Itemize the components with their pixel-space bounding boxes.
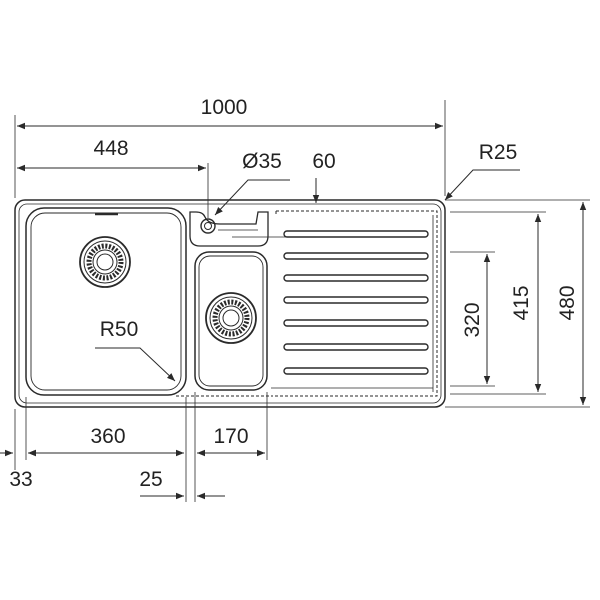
second-bowl bbox=[194, 251, 268, 391]
dim-main-bowl-width: 360 bbox=[90, 425, 125, 448]
dim-corner-radius: R25 bbox=[479, 141, 518, 164]
sink-outline bbox=[14, 199, 446, 408]
dimension-labels: 1000 448 Ø35 60 R25 R50 360 170 33 25 32… bbox=[9, 96, 579, 491]
main-bowl-drain bbox=[79, 236, 131, 288]
dimension-lines bbox=[0, 100, 590, 502]
sink-inner-edge bbox=[18, 203, 442, 404]
dim-second-bowl-width: 170 bbox=[213, 425, 248, 448]
drainer-groove bbox=[283, 252, 429, 260]
drainer-groove bbox=[283, 367, 429, 375]
drainer-groove bbox=[283, 296, 429, 304]
dim-overall-depth: 480 bbox=[556, 285, 579, 320]
tap-hole bbox=[200, 218, 216, 234]
dim-bowl-depth: 415 bbox=[510, 285, 533, 320]
drainer-groove bbox=[283, 319, 429, 327]
main-bowl bbox=[25, 207, 187, 396]
drainer-groove bbox=[283, 230, 429, 238]
dim-left-to-tap: 448 bbox=[93, 137, 128, 160]
drainer-grooves bbox=[283, 230, 429, 375]
dim-tap-hole: Ø35 bbox=[242, 150, 282, 173]
dim-overall-width: 1000 bbox=[201, 96, 248, 119]
drainer-board bbox=[176, 210, 438, 397]
second-bowl-drain bbox=[205, 292, 257, 344]
dim-second-bowl-depth: 320 bbox=[461, 302, 484, 337]
dim-bowl-radius: R50 bbox=[100, 318, 139, 341]
drainer-groove bbox=[283, 274, 429, 282]
dim-bowl-gap: 25 bbox=[139, 468, 162, 491]
drainer-groove bbox=[283, 343, 429, 351]
dim-drainer-offset: 60 bbox=[312, 150, 335, 173]
dim-left-edge-offset: 33 bbox=[9, 468, 32, 491]
sink-outer-edge bbox=[14, 199, 446, 408]
tap-deck bbox=[189, 211, 269, 247]
